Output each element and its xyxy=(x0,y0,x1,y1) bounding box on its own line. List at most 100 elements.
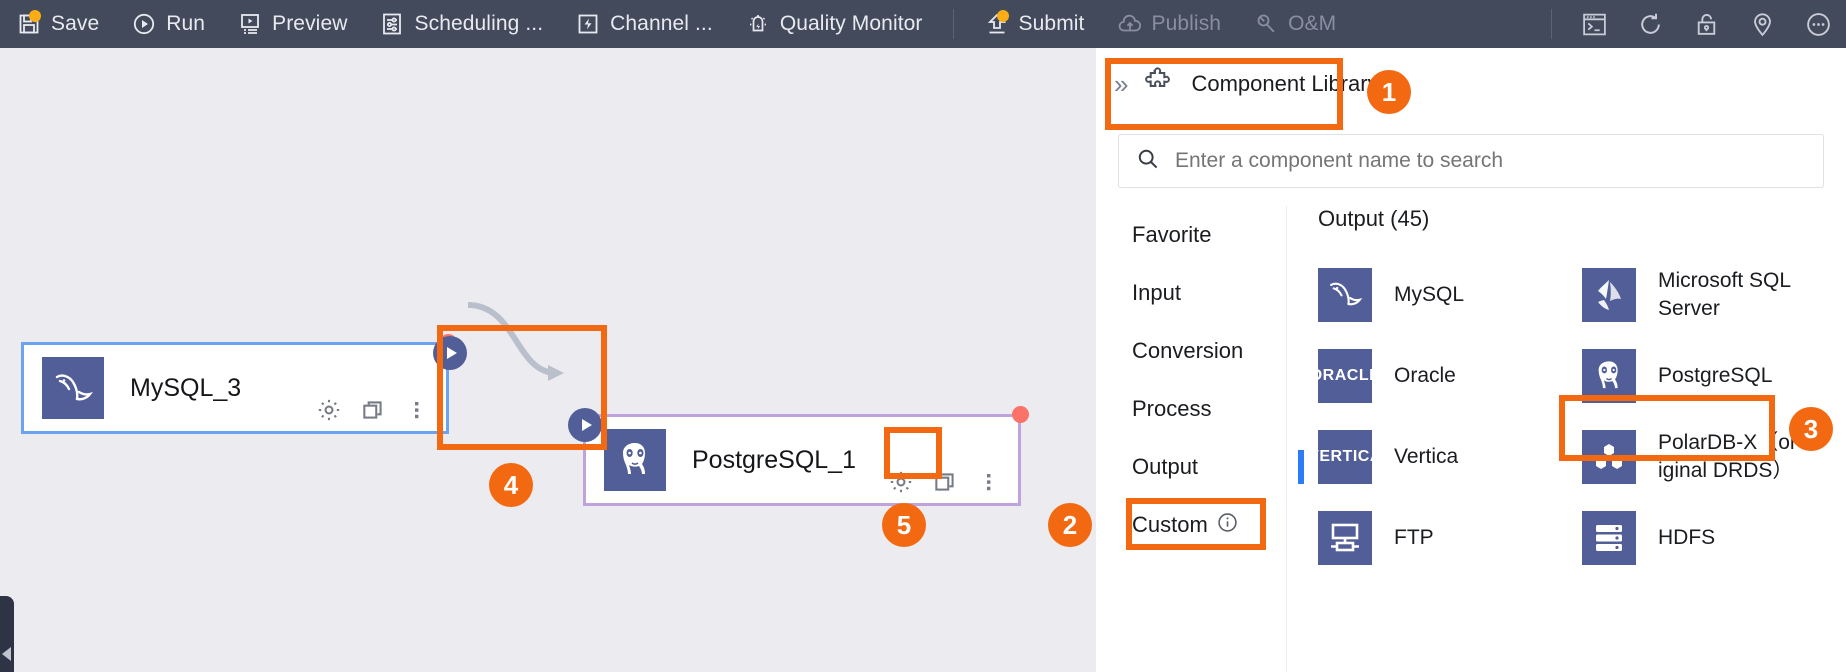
toolbar-run-label: Run xyxy=(166,12,205,36)
mssql-logo xyxy=(1582,268,1636,322)
component-item-hdfs[interactable]: HDFS xyxy=(1582,497,1846,578)
panel-divider xyxy=(1286,206,1287,672)
node-output-port[interactable] xyxy=(433,336,467,370)
category-item-input[interactable]: Input xyxy=(1096,264,1292,322)
polardbx-hexagons-logo xyxy=(1582,430,1636,484)
toolbar-channel-label: Channel ... xyxy=(610,12,713,36)
node-action-bar xyxy=(314,395,432,425)
copy-icon[interactable] xyxy=(930,467,960,497)
toolbar-divider xyxy=(953,9,954,39)
annotation-badge-4: 4 xyxy=(489,463,533,507)
scheduling-icon xyxy=(379,11,405,37)
component-item-ftp[interactable]: FTP xyxy=(1318,497,1582,578)
toolbar-submit-label: Submit xyxy=(1019,12,1085,36)
category-item-custom[interactable]: Custom xyxy=(1096,496,1292,554)
quality-monitor-icon xyxy=(745,11,771,37)
toolbar-divider-right xyxy=(1551,9,1552,39)
puzzle-piece-icon xyxy=(1143,65,1177,104)
more-circle-icon[interactable] xyxy=(1790,0,1846,48)
component-search-box[interactable] xyxy=(1118,134,1824,188)
mysql-dolphin-logo xyxy=(1318,268,1372,322)
location-pin-icon[interactable] xyxy=(1734,0,1790,48)
workflow-canvas[interactable]: MySQL_3 xyxy=(0,48,1096,672)
toolbar-quality-monitor-label: Quality Monitor xyxy=(780,12,923,36)
oracle-wordmark-logo: ORACLE xyxy=(1318,349,1372,403)
submit-icon xyxy=(984,11,1010,37)
postgresql-elephant-logo xyxy=(604,429,666,491)
annotation-badge-1: 1 xyxy=(1367,70,1411,114)
terminal-icon[interactable] xyxy=(1566,0,1622,48)
collapse-chevron-icon[interactable]: » xyxy=(1114,69,1129,100)
node-action-bar xyxy=(886,467,1004,497)
unlock-icon[interactable] xyxy=(1678,0,1734,48)
copy-icon[interactable] xyxy=(358,395,388,425)
category-item-output[interactable]: Output xyxy=(1096,438,1292,496)
mysql-dolphin-logo xyxy=(42,357,104,419)
component-library-panel: » Component Library Favorite Input Conve… xyxy=(1096,48,1846,672)
run-icon xyxy=(131,11,157,37)
category-label: Favorite xyxy=(1132,222,1211,248)
info-icon[interactable] xyxy=(1217,512,1238,539)
ftp-monitor-logo xyxy=(1318,511,1372,565)
toolbar-scheduling-button[interactable]: Scheduling ... xyxy=(363,0,559,48)
category-list: Favorite Input Conversion Process Output… xyxy=(1096,206,1292,554)
component-label: MySQL xyxy=(1394,281,1464,308)
search-input[interactable] xyxy=(1175,149,1805,173)
component-item-microsoft-sql-server[interactable]: Microsoft SQL Server xyxy=(1582,254,1846,335)
component-label: FTP xyxy=(1394,524,1434,551)
component-label: Oracle xyxy=(1394,362,1456,389)
preview-icon xyxy=(237,11,263,37)
node-title: MySQL_3 xyxy=(130,374,241,403)
hdfs-server-logo xyxy=(1582,511,1636,565)
gear-icon[interactable] xyxy=(314,395,344,425)
postgresql-elephant-logo xyxy=(1582,349,1636,403)
chevron-left-icon xyxy=(2,647,11,661)
toolbar-save-button[interactable]: Save xyxy=(0,0,115,48)
search-icon xyxy=(1137,148,1159,175)
toolbar-run-button[interactable]: Run xyxy=(115,0,221,48)
annotation-badge-3: 3 xyxy=(1789,407,1833,451)
component-item-postgresql[interactable]: PostgreSQL xyxy=(1582,335,1846,416)
category-item-conversion[interactable]: Conversion xyxy=(1096,322,1292,380)
component-item-vertica[interactable]: VERTICA Vertica xyxy=(1318,416,1582,497)
more-vertical-icon[interactable] xyxy=(402,395,432,425)
node-title: PostgreSQL_1 xyxy=(692,446,856,475)
toolbar-om-button[interactable]: O&M xyxy=(1237,0,1352,48)
toolbar-submit-button[interactable]: Submit xyxy=(968,0,1101,48)
channel-icon xyxy=(575,11,601,37)
submit-badge-dot xyxy=(997,10,1009,22)
toolbar-publish-button[interactable]: Publish xyxy=(1101,0,1238,48)
category-item-favorite[interactable]: Favorite xyxy=(1096,206,1292,264)
toolbar-channel-button[interactable]: Channel ... xyxy=(559,0,729,48)
component-item-oracle[interactable]: ORACLE Oracle xyxy=(1318,335,1582,416)
canvas-node-postgresql[interactable]: PostgreSQL_1 xyxy=(583,414,1021,506)
toolbar-om-label: O&M xyxy=(1288,12,1336,36)
top-toolbar: Save Run Preview Scheduling ... xyxy=(0,0,1846,48)
component-label: PostgreSQL xyxy=(1658,362,1772,389)
category-label: Output xyxy=(1132,454,1198,480)
panel-title: Component Library xyxy=(1191,71,1378,98)
toolbar-quality-monitor-button[interactable]: Quality Monitor xyxy=(729,0,939,48)
toolbar-preview-button[interactable]: Preview xyxy=(221,0,363,48)
node-input-port[interactable] xyxy=(568,408,602,442)
component-label: Microsoft SQL Server xyxy=(1658,267,1830,322)
save-badge-dot xyxy=(29,10,41,22)
canvas-collapse-handle[interactable] xyxy=(0,596,14,672)
component-item-mysql[interactable]: MySQL xyxy=(1318,254,1582,335)
canvas-node-mysql[interactable]: MySQL_3 xyxy=(21,342,449,434)
gear-icon[interactable] xyxy=(886,467,916,497)
category-label: Conversion xyxy=(1132,338,1243,364)
component-grid: Output (45) MySQL xyxy=(1318,206,1846,578)
toolbar-preview-label: Preview xyxy=(272,12,347,36)
component-label: Vertica xyxy=(1394,443,1458,470)
category-item-process[interactable]: Process xyxy=(1096,380,1292,438)
category-label: Input xyxy=(1132,280,1181,306)
panel-header[interactable]: » Component Library xyxy=(1096,48,1846,120)
toolbar-save-label: Save xyxy=(51,12,99,36)
more-vertical-icon[interactable] xyxy=(974,467,1004,497)
refresh-icon[interactable] xyxy=(1622,0,1678,48)
toolbar-publish-label: Publish xyxy=(1152,12,1222,36)
annotation-badge-2: 2 xyxy=(1048,503,1092,547)
category-label: Custom xyxy=(1132,512,1208,538)
vertica-wordmark-logo: VERTICA xyxy=(1318,430,1372,484)
